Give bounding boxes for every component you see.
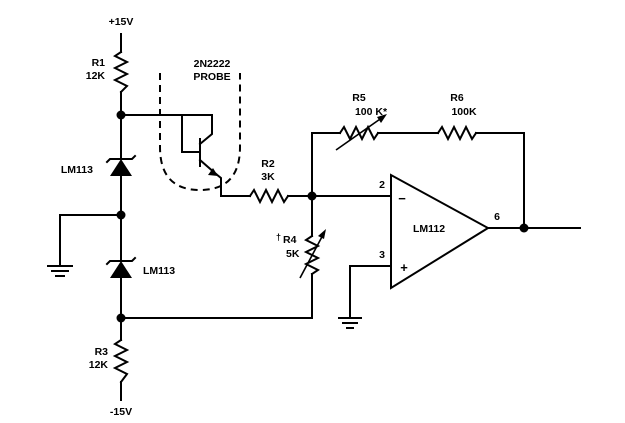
r5-value: 100 K* xyxy=(355,106,388,118)
r3-value: 12K xyxy=(89,359,109,371)
pin-2-label: 2 xyxy=(379,179,385,191)
junction-r1-probe xyxy=(116,110,126,120)
resistor-r2: R2 3K xyxy=(220,158,392,205)
r1-value: 12K xyxy=(86,70,106,82)
noninverting-sign: + xyxy=(400,260,408,275)
junction-dots xyxy=(116,110,529,323)
r6-value: 100K xyxy=(451,106,477,118)
positive-rail-label: +15V xyxy=(109,16,134,28)
r5-ref: R5 xyxy=(352,92,366,104)
pin-3-label: 3 xyxy=(379,249,385,261)
junction-summing-node xyxy=(307,191,317,201)
q1-role-label: PROBE xyxy=(193,71,230,83)
noninverting-ground xyxy=(338,265,392,329)
r1-ref: R1 xyxy=(92,57,106,69)
zener-diode-d1: LM113 xyxy=(61,147,137,184)
r4-value: 5K xyxy=(286,248,300,260)
feedback-network xyxy=(311,124,525,229)
resistor-r5: R5 100 K* xyxy=(335,92,388,151)
r2-value: 3K xyxy=(261,171,275,183)
probe-transistor-q1: 2N2222 PROBE xyxy=(120,58,231,197)
negative-rail-label: -15V xyxy=(110,406,132,418)
r6-ref: R6 xyxy=(450,92,464,104)
resistor-r4: † R4 5K xyxy=(120,195,326,319)
pin-6-label: 6 xyxy=(494,211,500,223)
junction-output xyxy=(519,223,529,233)
d2-label: LM113 xyxy=(143,265,175,277)
probe-outline xyxy=(159,73,241,192)
resistor-r3: R3 12K xyxy=(89,338,130,384)
negative-rail-terminal: -15V xyxy=(110,406,132,418)
mid-ground-branch xyxy=(47,214,122,277)
r2-ref: R2 xyxy=(261,158,275,170)
r3-ref: R3 xyxy=(95,346,109,358)
resistor-r1: R1 12K xyxy=(86,50,130,94)
resistor-r6: R6 100K xyxy=(450,92,477,118)
inverting-sign: − xyxy=(398,191,406,206)
zener-diode-d2: LM113 xyxy=(105,253,175,289)
junction-ground-tap xyxy=(116,210,126,220)
d1-label: LM113 xyxy=(61,164,93,176)
r4-mark: † xyxy=(276,232,281,242)
positive-rail-terminal: +15V xyxy=(109,16,134,28)
junction-r3-trim xyxy=(116,313,126,323)
u1-part-label: LM112 xyxy=(413,223,445,235)
r4-ref: R4 xyxy=(283,234,297,246)
q1-part-label: 2N2222 xyxy=(194,58,231,70)
op-amp-u1: − + LM112 2 3 6 xyxy=(379,173,581,290)
